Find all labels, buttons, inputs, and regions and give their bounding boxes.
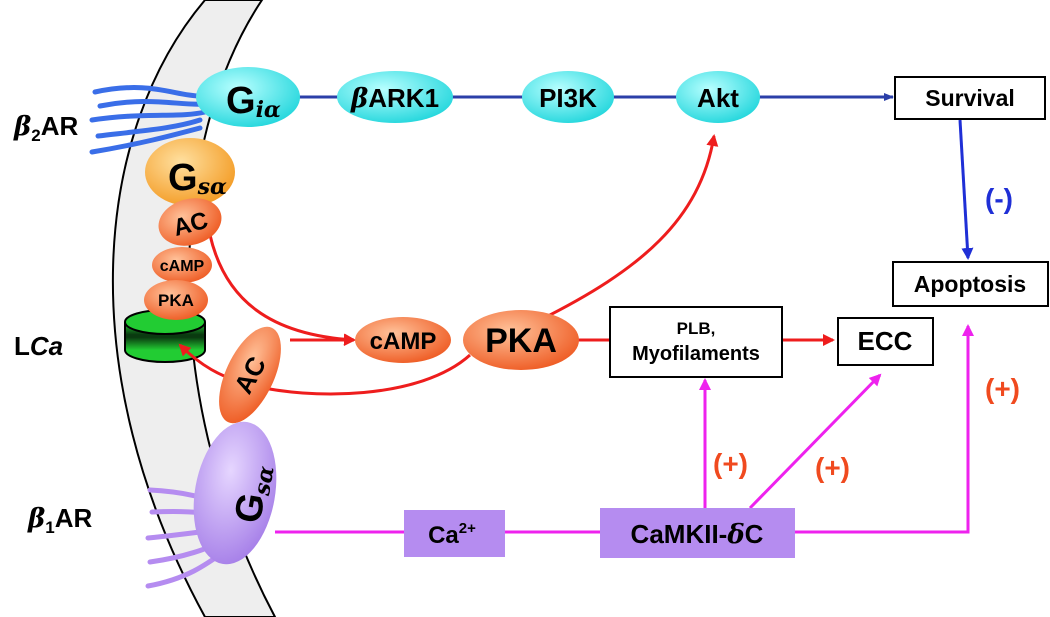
gsa-top-node [145,138,235,206]
akt-node [676,71,760,123]
gia-label: Giα [226,80,281,123]
ac-to-camp-arrow [208,234,356,346]
survival-to-apoptosis-arrow [958,119,974,260]
camkii-to-apoptosis-arrow [795,324,974,534]
pka-node [463,310,579,370]
pi3k-node [522,71,614,123]
lca-label: LCa [14,331,63,361]
ac-low-node [219,326,281,424]
bark1-node [337,71,453,123]
survival-label: Survival [925,85,1015,111]
ca-node [404,510,505,557]
plb-label-line1: PLB, [677,319,716,338]
camkii-to-ecc-arrow [748,373,882,510]
camkii-label: CaMKII-δC [631,519,764,550]
beta2-receptor-coil [89,85,208,155]
pi3k-label: PI3K [539,83,597,113]
camp-small-label: cAMP [160,258,205,275]
bark1-label: βARK1 [350,83,439,114]
ca-label: Ca2+ [428,520,476,549]
ecc-box [837,317,934,366]
akt-label: Akt [697,83,739,113]
pka-small-label: PKA [158,291,194,310]
apoptosis-label: Apoptosis [914,271,1026,297]
ac-top-node [158,198,222,246]
camp-node [355,317,451,363]
plb-box [609,306,783,378]
gsa-low-label: Gsα [227,461,280,527]
camkii-node [600,508,795,558]
gsa-low-node [193,421,277,565]
pka-label: PKA [485,322,557,360]
survival-box [894,76,1046,120]
pka-to-lca-arrow [178,343,472,396]
camp-label: cAMP [370,328,437,355]
ecc-label: ECC [858,326,913,356]
beta2-receptor-label: β2AR [13,111,79,145]
gsa-top-label: Gsα [168,157,227,200]
minus-sign-label: (-) [985,183,1013,214]
pka-to-akt-arrow [539,134,719,322]
camp-small-node [152,247,212,283]
plus-sign-ecc: (+) [815,452,850,483]
beta1-receptor-label: β1AR [27,503,93,537]
gia-node [196,67,300,127]
apoptosis-box [892,261,1049,307]
plus-sign-apoptosis: (+) [985,373,1020,404]
pka-small-node [144,280,208,320]
plus-sign-plb: (+) [713,448,748,479]
plb-label-line2: Myofilaments [632,343,760,365]
